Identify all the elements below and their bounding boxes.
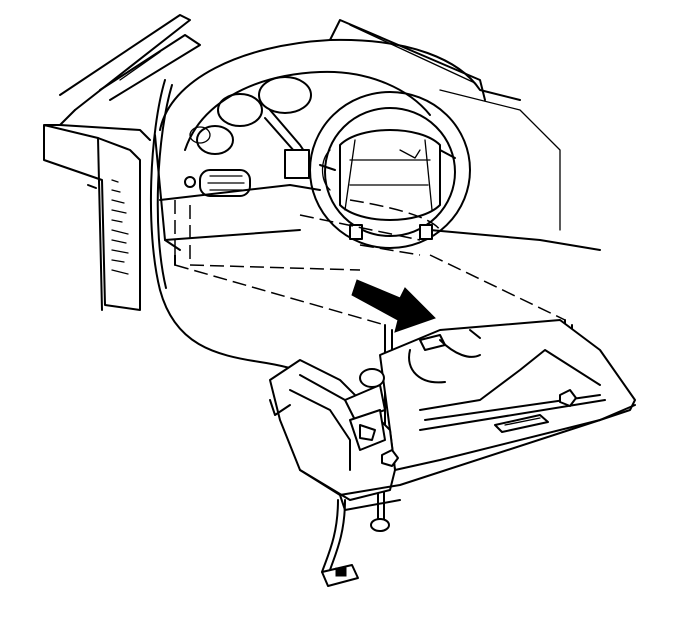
wiring-harness bbox=[149, 79, 346, 573]
alignment-lines bbox=[174, 199, 566, 326]
direction-arrow bbox=[351, 279, 436, 333]
lower-panel-rim bbox=[299, 404, 636, 511]
steering-wheel bbox=[309, 91, 471, 249]
cable-loop bbox=[408, 339, 481, 384]
knee-bolster-panel bbox=[379, 319, 636, 471]
a-pillar bbox=[44, 14, 201, 141]
gauge-cluster bbox=[189, 76, 312, 179]
air-vent bbox=[184, 169, 251, 197]
instrument-panel bbox=[154, 19, 601, 251]
push-pins bbox=[370, 389, 577, 532]
module-bracket bbox=[269, 359, 396, 501]
electrical-connector bbox=[321, 564, 359, 587]
door-jamb-panel bbox=[43, 124, 141, 311]
